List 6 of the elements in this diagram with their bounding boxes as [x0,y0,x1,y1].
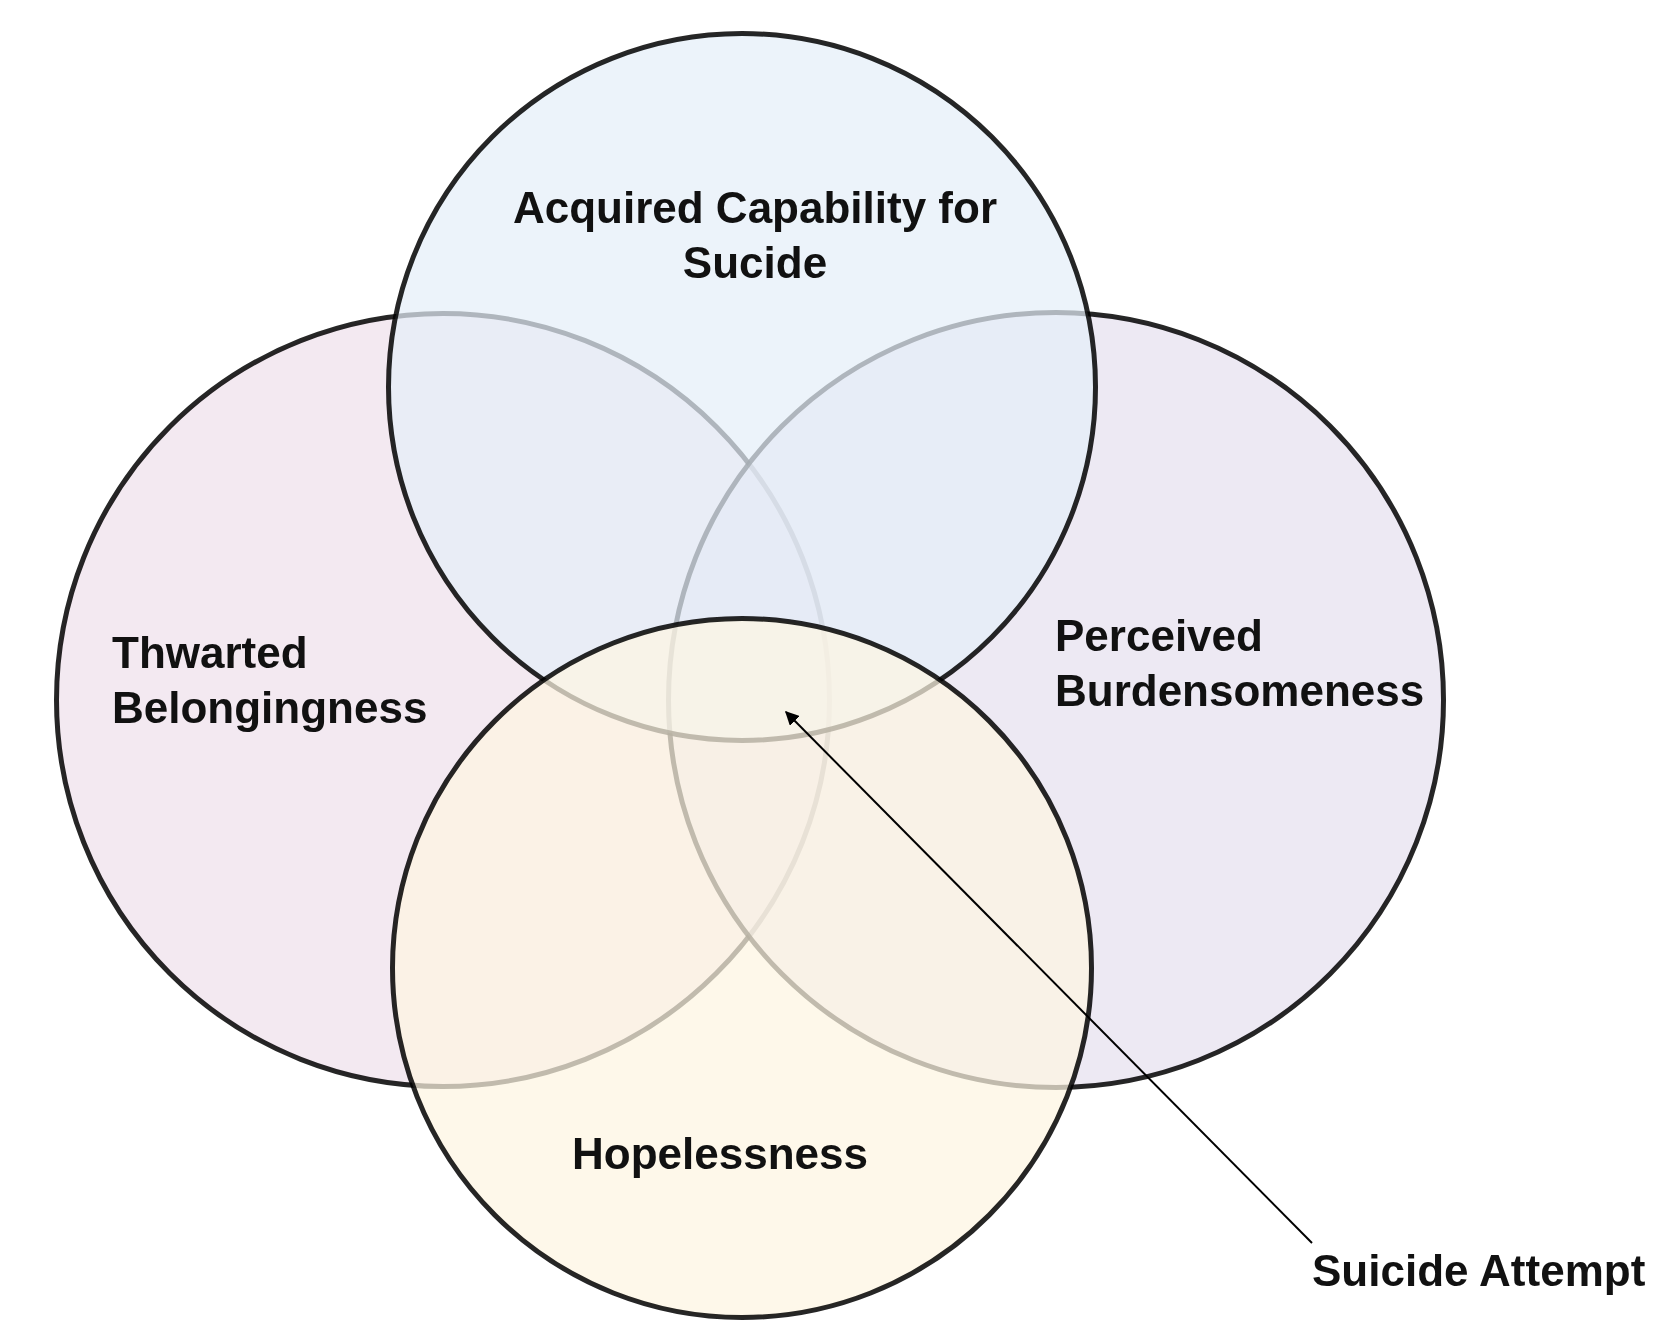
leader-arrow [785,711,1313,1244]
circle-label: Acquired Capability for Sucide [511,182,999,289]
circle-label: Hopelessness [571,1128,869,1180]
circle-label: Thwarted Belongingness [112,627,429,734]
circle-label: Perceived Burdensomeness [1055,610,1426,717]
callout-label: Suicide Attempt [1312,1245,1646,1297]
